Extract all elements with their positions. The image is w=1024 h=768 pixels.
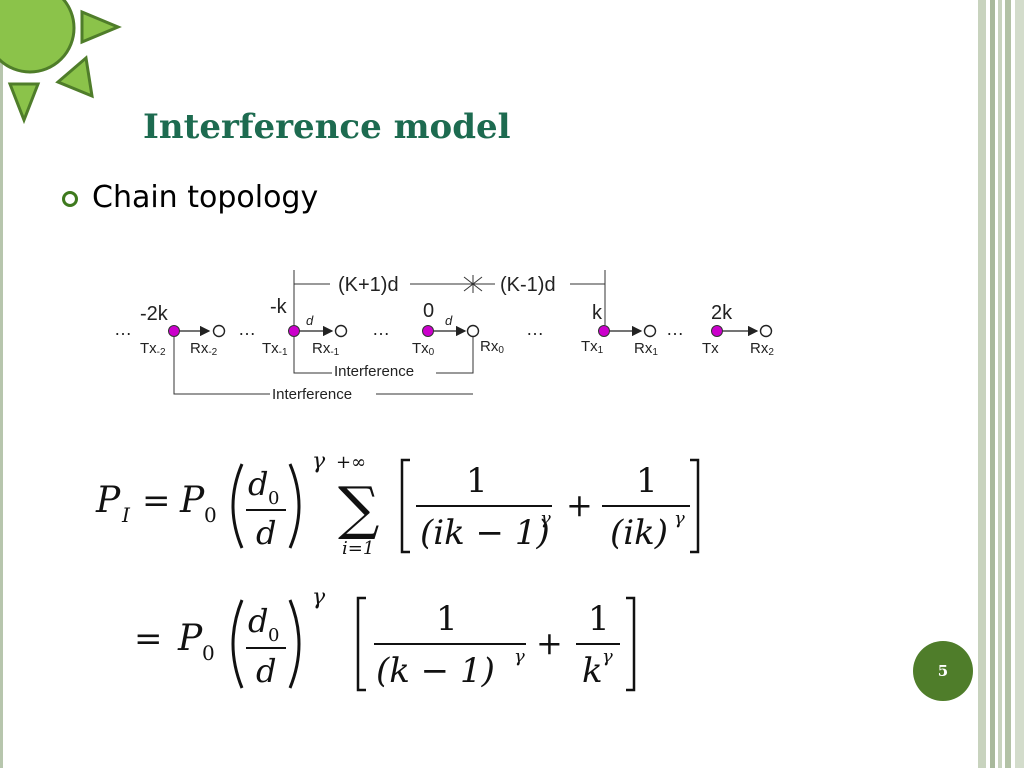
rx-label-minus-1: Rx-1 <box>312 340 340 358</box>
eq-denominator-k-minus-1: (k − 1) <box>376 651 495 691</box>
tx-label-minus-2: Tx-2 <box>140 340 166 358</box>
eq-denominator-d: d <box>256 514 276 552</box>
eq-subscript-0: 0 <box>202 641 215 665</box>
index-label-minus-k: -k <box>270 296 288 318</box>
ellipsis: … <box>372 319 390 339</box>
eq-denominator-d: d <box>256 652 276 690</box>
eq-denominator-ik-minus-1: (ik − 1) <box>420 513 550 553</box>
bullet-text: Chain topology <box>92 180 319 215</box>
left-border <box>0 0 3 768</box>
index-label-k: k <box>592 302 603 324</box>
eq-denominator-k: k <box>582 651 603 691</box>
eq-numerator-d0: d <box>248 602 268 640</box>
chain-topology-diagram: (K+1)d (K-1)d -2k -k 0 k 2k d d … … … … … <box>114 270 774 403</box>
index-label-zero: 0 <box>423 300 434 322</box>
eq-numerator-1: 1 <box>636 461 658 501</box>
eq-bracket <box>400 458 410 554</box>
distance-d-label: d <box>306 313 314 328</box>
distance-label-left: (K+1)d <box>338 274 399 296</box>
eq-subscript-i: I <box>121 503 131 527</box>
slide-title: Interference model <box>143 107 511 147</box>
rx-node-zero <box>466 324 480 338</box>
tx-label-2: Tx <box>702 340 719 357</box>
page-number-badge: 5 <box>913 641 973 701</box>
tx-label-1: Tx1 <box>581 338 604 356</box>
eq-exponent-gamma: γ <box>514 646 525 667</box>
rx-label-2: Rx2 <box>750 340 774 358</box>
page-number: 5 <box>937 662 949 680</box>
ellipsis: … <box>114 319 132 339</box>
eq-subscript-0: 0 <box>268 488 279 509</box>
eq-symbol-p0: P <box>179 480 205 521</box>
ellipsis: … <box>238 319 256 339</box>
eq-plus: + <box>536 624 563 662</box>
rx-label-1: Rx1 <box>634 340 658 358</box>
distance-d-label: d <box>445 313 453 328</box>
eq-numerator-d0: d <box>248 465 268 503</box>
sun-decoration-icon <box>0 0 122 125</box>
eq-plus: + <box>566 486 593 524</box>
index-label-minus-2k: -2k <box>140 303 169 325</box>
interference-label-outer: Interference <box>272 386 352 403</box>
bullet-item: Chain topology <box>62 180 318 215</box>
eq-sum-symbol: ∑ <box>338 474 379 542</box>
eq-symbol-p-i: P <box>95 480 121 521</box>
tx-node-zero <box>422 325 434 337</box>
rx-node-minus-2 <box>212 324 226 338</box>
eq-sum-upper: +∞ <box>336 452 366 473</box>
eq-bracket <box>626 596 636 692</box>
right-border-stripes <box>978 0 1024 768</box>
eq-sum-lower: i=1 <box>342 538 374 559</box>
eq-exponent-gamma: γ <box>540 508 551 529</box>
tx-node-2 <box>711 325 723 337</box>
eq-numerator-1: 1 <box>588 599 610 639</box>
index-label-2k: 2k <box>711 302 733 324</box>
eq-paren <box>231 599 244 689</box>
tx-label-zero: Tx0 <box>412 340 435 358</box>
rx-label-zero: Rx0 <box>480 338 504 356</box>
rx-label-minus-2: Rx-2 <box>190 340 218 358</box>
eq-paren <box>231 463 244 549</box>
tx-node-minus-2 <box>168 325 180 337</box>
eq-paren <box>288 599 301 689</box>
eq-numerator-1: 1 <box>466 461 488 501</box>
tx-node-1 <box>598 325 610 337</box>
tx-label-minus-1: Tx-1 <box>262 340 288 358</box>
eq-subscript-0: 0 <box>204 503 217 527</box>
eq-exponent-gamma: γ <box>674 508 685 529</box>
eq-equals: = <box>142 481 171 521</box>
ellipsis: … <box>526 319 544 339</box>
eq-equals: = <box>134 619 163 659</box>
rx-node-1 <box>643 324 657 338</box>
eq-symbol-p0: P <box>177 618 203 659</box>
eq-bracket <box>356 596 366 692</box>
rx-node-2 <box>759 324 773 338</box>
bullet-circle-icon <box>62 190 78 207</box>
eq-exponent-gamma: γ <box>312 585 326 610</box>
eq-bracket <box>690 458 700 554</box>
eq-exponent-gamma: γ <box>312 449 326 474</box>
ellipsis: … <box>666 319 684 339</box>
tx-node-minus-1 <box>288 325 300 337</box>
eq-exponent-gamma: γ <box>602 646 613 667</box>
interference-power-equation: P I = P 0 d 0 d γ +∞ ∑ i=1 1 (ik − 1) γ … <box>95 449 700 692</box>
rx-node-minus-1 <box>334 324 348 338</box>
interference-label-inner: Interference <box>334 363 414 380</box>
eq-paren <box>288 463 301 549</box>
eq-numerator-1: 1 <box>436 599 458 639</box>
eq-subscript-0: 0 <box>268 625 279 646</box>
eq-denominator-ik: (ik) <box>610 513 668 553</box>
distance-label-right: (K-1)d <box>500 274 556 296</box>
